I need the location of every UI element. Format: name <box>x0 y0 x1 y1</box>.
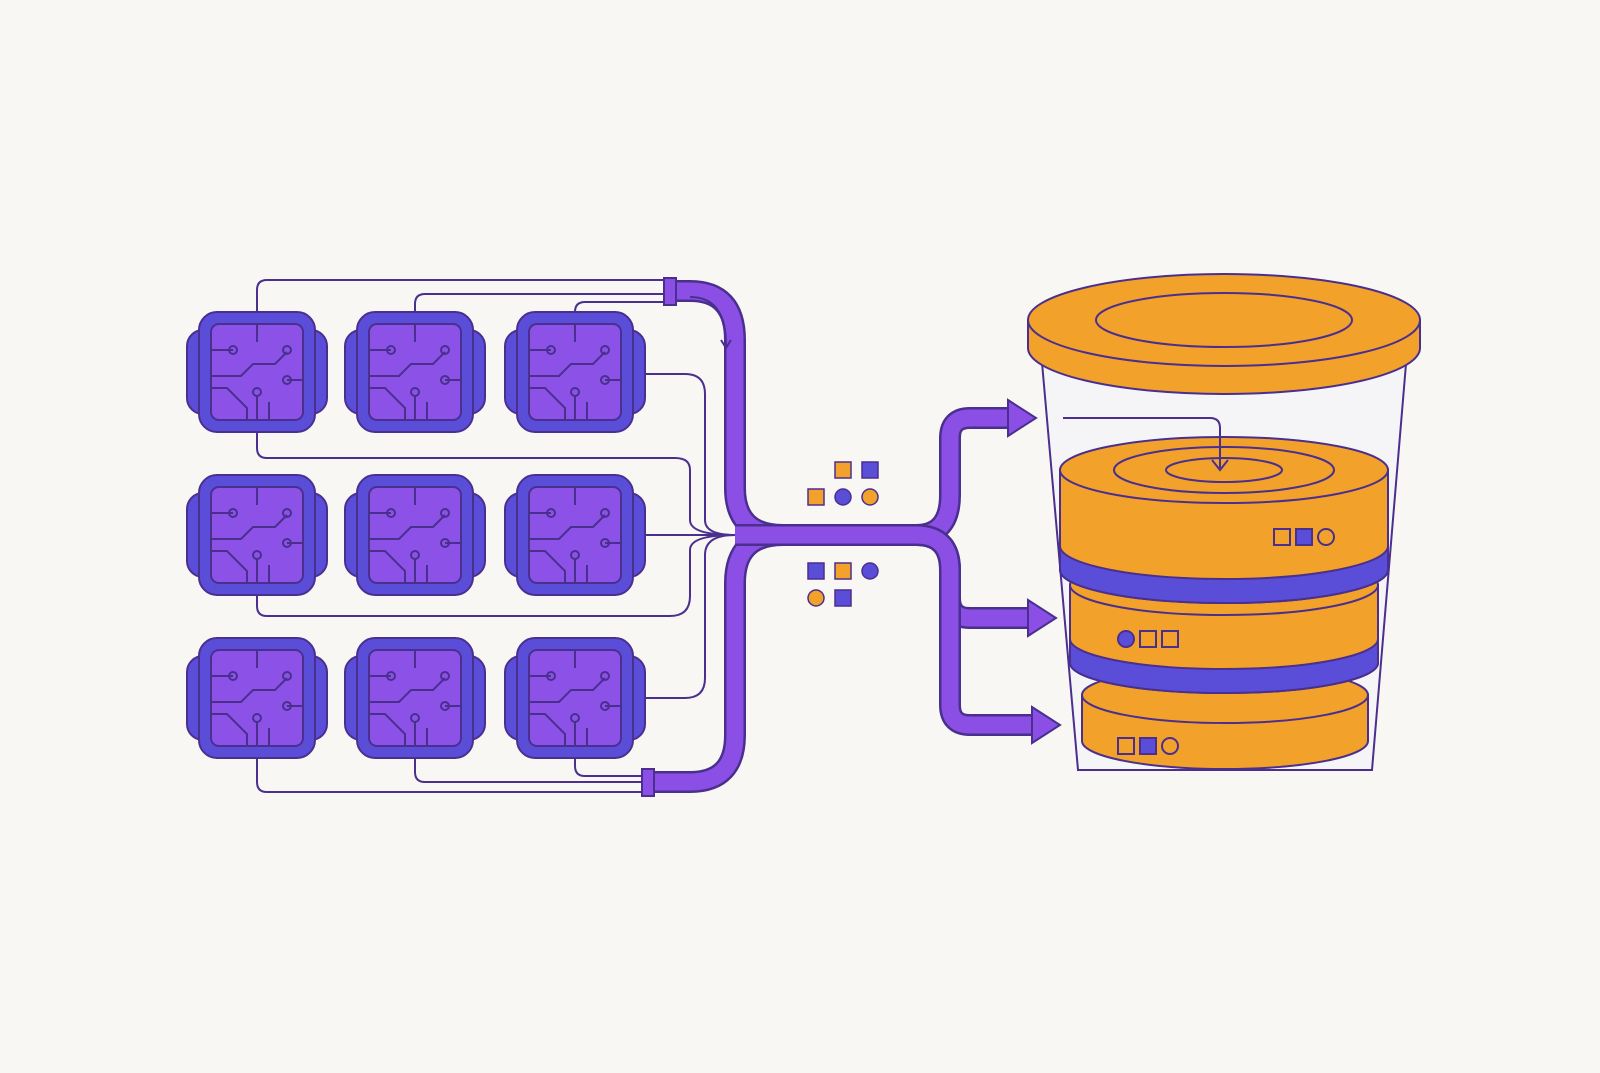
chip-icon <box>504 474 646 596</box>
data-token-icon <box>834 589 852 607</box>
status-indicator <box>1117 630 1135 648</box>
connection-wires <box>256 279 736 793</box>
wire-row1-under <box>256 432 736 536</box>
wire-bottom-left <box>256 758 645 793</box>
status-indicator <box>1161 737 1179 755</box>
data-token-icon <box>834 461 852 479</box>
status-indicator <box>1161 630 1179 648</box>
data-token-icon <box>807 589 825 607</box>
data-token-icon <box>834 562 852 580</box>
chip-icon <box>344 311 486 433</box>
merge-pipe-top-cap <box>663 277 677 306</box>
arrow-icon <box>1007 398 1038 438</box>
database-layer <box>1059 436 1389 604</box>
arrow-icon <box>1027 598 1058 638</box>
wire-top-right <box>574 301 670 313</box>
database-lid <box>1027 273 1421 395</box>
wire-bottom-mid <box>414 758 645 783</box>
flow-indicator-top-head <box>720 339 732 350</box>
wire-top-left <box>256 279 670 312</box>
chip-icon <box>186 311 328 433</box>
status-indicator <box>1317 528 1335 546</box>
status-indicator <box>1139 630 1157 648</box>
merge-pipe-bottom-cap <box>641 768 655 797</box>
data-token-icon <box>834 488 852 506</box>
status-indicator <box>1117 737 1135 755</box>
merge-pipes <box>641 277 916 797</box>
wire-row2-under <box>256 534 736 617</box>
data-token-icon <box>807 562 825 580</box>
arrow-icon <box>1031 705 1062 745</box>
processor-chip-grid <box>186 311 646 759</box>
chip-icon <box>186 637 328 759</box>
chip-icon <box>344 637 486 759</box>
database-stack <box>1027 273 1421 771</box>
data-token-icon <box>861 562 879 580</box>
data-token-icon <box>861 461 879 479</box>
chip-icon <box>504 311 646 433</box>
status-indicator <box>1139 737 1157 755</box>
flow-indicator-top <box>689 296 727 346</box>
status-indicator <box>1273 528 1291 546</box>
arrow-icon <box>1063 417 1221 468</box>
chip-icon <box>504 637 646 759</box>
wire-row1-out <box>642 373 736 536</box>
data-token-icon <box>807 488 825 506</box>
chip-icon <box>186 474 328 596</box>
branch-pipes <box>915 398 1062 745</box>
wire-top-mid <box>414 293 670 312</box>
wire-bottom-right <box>574 758 645 777</box>
status-indicator <box>1295 528 1313 546</box>
chip-icon <box>344 474 486 596</box>
data-token-icon <box>861 488 879 506</box>
wire-row3-out <box>642 534 736 699</box>
data-tokens <box>807 461 879 607</box>
